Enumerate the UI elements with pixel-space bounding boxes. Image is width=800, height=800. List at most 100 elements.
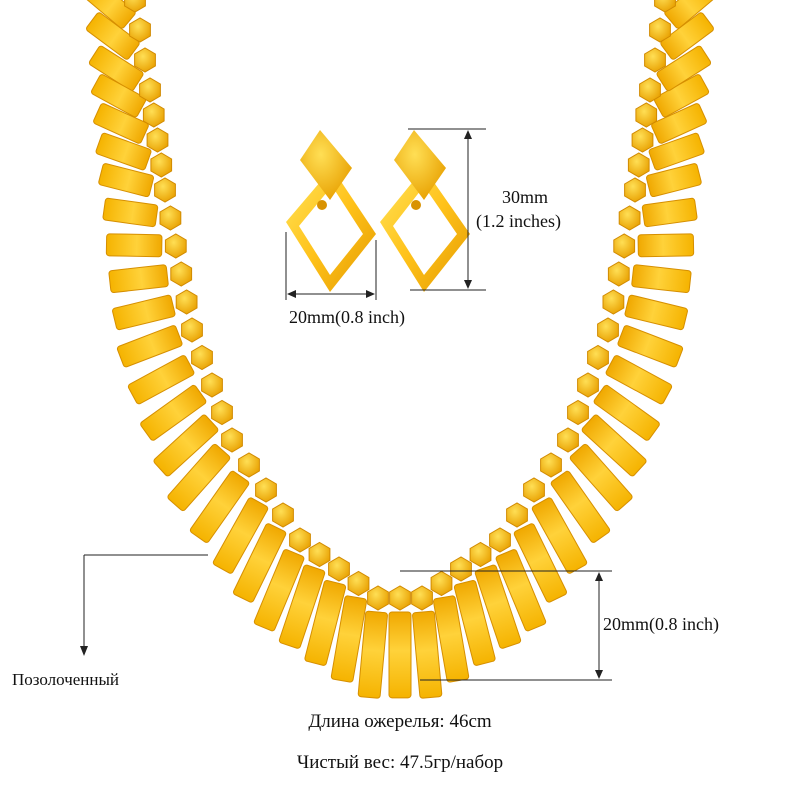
- necklace-tab: [88, 45, 144, 92]
- earring-width-dimension: [285, 232, 377, 300]
- necklace-tab: [127, 355, 195, 405]
- necklace-link: [627, 152, 650, 178]
- necklace-tab: [648, 132, 705, 171]
- necklace-tab: [189, 470, 250, 543]
- necklace-tab: [153, 414, 219, 477]
- necklace-link: [618, 205, 641, 231]
- necklace-link: [602, 289, 625, 315]
- necklace-link: [159, 205, 182, 231]
- necklace-link: [139, 77, 161, 103]
- necklace-tab: [412, 610, 443, 699]
- necklace-link: [175, 289, 198, 315]
- necklace-tab: [617, 325, 684, 368]
- necklace-link: [164, 233, 187, 259]
- necklace-link: [540, 452, 562, 478]
- necklace-link: [146, 127, 169, 153]
- necklace-tab: [108, 264, 169, 293]
- necklace-link: [411, 585, 433, 611]
- earring-height-inches-label: (1.2 inches): [476, 211, 561, 231]
- plating-pointer: [80, 554, 208, 656]
- necklace-link: [635, 102, 658, 128]
- necklace-link: [129, 17, 151, 43]
- necklace-tab: [233, 523, 287, 603]
- necklace-link: [154, 177, 176, 203]
- necklace-tab: [105, 233, 163, 258]
- necklace-link: [201, 372, 223, 398]
- necklace-link: [289, 527, 311, 553]
- necklace-tab: [631, 264, 692, 293]
- necklace-tab: [253, 549, 305, 632]
- necklace-tab: [605, 355, 673, 405]
- necklace-tab: [212, 497, 269, 574]
- necklace-link: [124, 0, 146, 13]
- necklace-link: [506, 502, 528, 528]
- necklace-link: [624, 177, 646, 203]
- necklace-tab: [637, 233, 695, 258]
- necklace-link: [221, 427, 243, 453]
- earring-left: [286, 130, 376, 292]
- necklace-link: [469, 541, 492, 568]
- necklace-link: [272, 502, 294, 528]
- necklace-tab: [98, 163, 155, 198]
- necklace-tab: [112, 294, 176, 331]
- necklace-tab: [95, 132, 152, 171]
- necklace-link: [150, 152, 173, 178]
- necklace-tab: [357, 610, 388, 699]
- earring-height-label: 30mm: [502, 187, 549, 207]
- pendant-drop-dimension: [400, 570, 612, 681]
- necklace-tab: [102, 197, 159, 228]
- net-weight-text: Чистый вес: 47.5гр/набор: [296, 752, 504, 773]
- necklace-link: [389, 585, 411, 611]
- necklace-link: [639, 77, 661, 103]
- necklace-tab: [91, 74, 147, 118]
- necklace-tab: [330, 595, 367, 683]
- necklace-link: [430, 570, 453, 597]
- necklace-link: [170, 261, 193, 287]
- necklace-tab: [645, 163, 702, 198]
- necklace-tab: [167, 443, 231, 512]
- necklace-link: [654, 0, 676, 13]
- necklace-tab: [593, 384, 660, 441]
- earring-right: [380, 130, 470, 292]
- necklace: [83, 0, 717, 699]
- necklace-tab: [86, 12, 140, 60]
- necklace-link: [649, 17, 671, 43]
- necklace-length-text: Длина ожерелья: 46cm: [308, 711, 492, 732]
- necklace-link: [450, 556, 472, 582]
- necklace-link: [607, 261, 630, 287]
- necklace-link: [631, 127, 654, 153]
- necklace-tab: [140, 384, 207, 441]
- earring-width-label: 20mm(0.8 inch): [289, 307, 405, 327]
- earring-height-dimension: [408, 128, 486, 291]
- necklace-link: [134, 47, 156, 73]
- necklace-tab: [83, 0, 136, 29]
- necklace-link: [557, 427, 579, 453]
- necklace-link: [367, 585, 389, 611]
- necklace-tab: [513, 523, 567, 603]
- necklace-tab: [624, 294, 688, 331]
- necklace-tab: [531, 497, 588, 574]
- necklace-tab: [453, 579, 496, 666]
- necklace-link: [489, 527, 511, 553]
- necklace-link: [255, 477, 277, 503]
- necklace-tab: [651, 103, 707, 144]
- necklace-tab: [433, 595, 470, 683]
- necklace-tab: [641, 197, 698, 228]
- pendant-drop-label: 20mm(0.8 inch): [603, 614, 719, 634]
- necklace-tab: [495, 549, 547, 632]
- plating-label: Позолоченный: [12, 670, 120, 689]
- necklace-link: [347, 570, 370, 597]
- necklace-tab: [388, 611, 412, 699]
- necklace-link: [191, 344, 213, 371]
- necklace-tab: [278, 564, 326, 649]
- necklace-tab: [664, 0, 717, 29]
- necklace-tab: [656, 45, 712, 92]
- necklace-link: [644, 47, 666, 73]
- necklace-link: [523, 477, 545, 503]
- necklace-link: [587, 344, 609, 371]
- necklace-link: [328, 556, 350, 582]
- necklace-link: [238, 452, 260, 478]
- necklace-tab: [304, 579, 347, 666]
- necklace-tab: [93, 103, 149, 144]
